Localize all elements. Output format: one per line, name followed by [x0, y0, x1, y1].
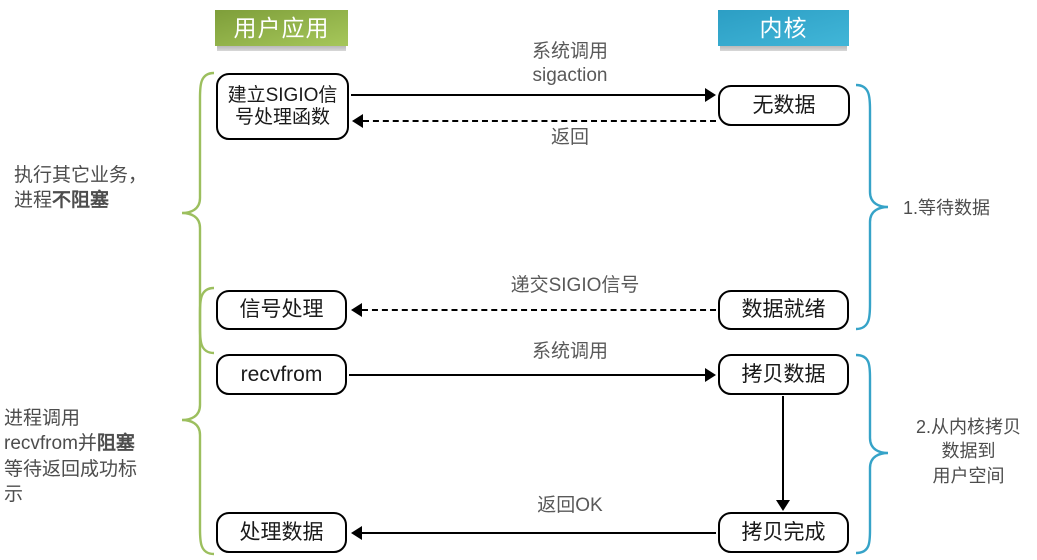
user-header-shadow [217, 46, 346, 51]
kernel-header-background [718, 10, 849, 46]
node-setup-sigio-handler: 建立SIGIO信 号处理函数 [216, 73, 349, 140]
right-brace-phase1 [855, 83, 889, 331]
kernel-header-shadow [720, 46, 847, 51]
note-non-blocking: 执行其它业务， 进程不阻塞 [14, 163, 179, 214]
kernel-header-label: 内核 [759, 15, 808, 41]
note-blocking-line2: recvfrom并 [4, 433, 97, 455]
node-copy-data: 拷贝数据 [718, 354, 849, 395]
note-blocking: 进程调用 recvfrom并阻塞等待返回成功标示 [4, 406, 184, 508]
edge-line-copy-progress [782, 396, 784, 502]
edge-label-deliver-sigio: 递交SIGIO信号 [510, 275, 640, 296]
edge-line-return-ok [362, 532, 716, 534]
note-phase1-wait-data: 1.等待数据 [903, 198, 991, 218]
node-no-data: 无数据 [718, 85, 850, 126]
left-brace-blocking [181, 286, 215, 556]
edge-label-syscall-sigaction: 系统调用 sigaction [531, 41, 608, 86]
arrowhead-syscall [705, 368, 716, 382]
node-signal-handle: 信号处理 [216, 290, 347, 330]
arrowhead-syscall-sigaction [705, 88, 716, 102]
arrowhead-copy-progress [776, 500, 790, 511]
arrowhead-deliver-sigio [351, 303, 362, 317]
node-data-ready: 数据就绪 [718, 290, 849, 330]
right-brace-phase2 [855, 353, 889, 555]
edge-line-syscall [349, 374, 706, 376]
edge-label-return: 返回 [550, 127, 589, 148]
edge-label-return-ok: 返回OK [537, 495, 603, 516]
edge-line-deliver-sigio [362, 309, 716, 311]
edge-label-syscall: 系统调用 [531, 341, 608, 362]
note-blocking-emphasis: 阻塞 [96, 433, 135, 455]
note-phase2-copy-data: 2.从内核拷贝 数据到 用户空间 [915, 417, 1021, 486]
edge-line-return [363, 120, 716, 122]
arrowhead-return [352, 114, 363, 128]
user-application-header: 用户应用 [215, 10, 348, 51]
user-header-label: 用户应用 [233, 15, 330, 41]
note-non-blocking-emphasis: 不阻塞 [52, 190, 110, 212]
node-recvfrom: recvfrom [216, 354, 347, 395]
kernel-header: 内核 [718, 10, 849, 51]
note-blocking-line3: 等待返回成功标 [4, 458, 138, 480]
note-non-blocking-text: 执行其它业务， 进程 [14, 165, 148, 212]
node-copy-done: 拷贝完成 [718, 512, 849, 553]
note-blocking-line4: 示 [4, 484, 24, 506]
arrowhead-return-ok [351, 526, 362, 540]
edge-line-syscall-sigaction [351, 94, 706, 96]
node-process-data: 处理数据 [216, 512, 347, 553]
note-blocking-line1: 进程调用 [4, 408, 81, 429]
user-header-background [215, 10, 348, 46]
